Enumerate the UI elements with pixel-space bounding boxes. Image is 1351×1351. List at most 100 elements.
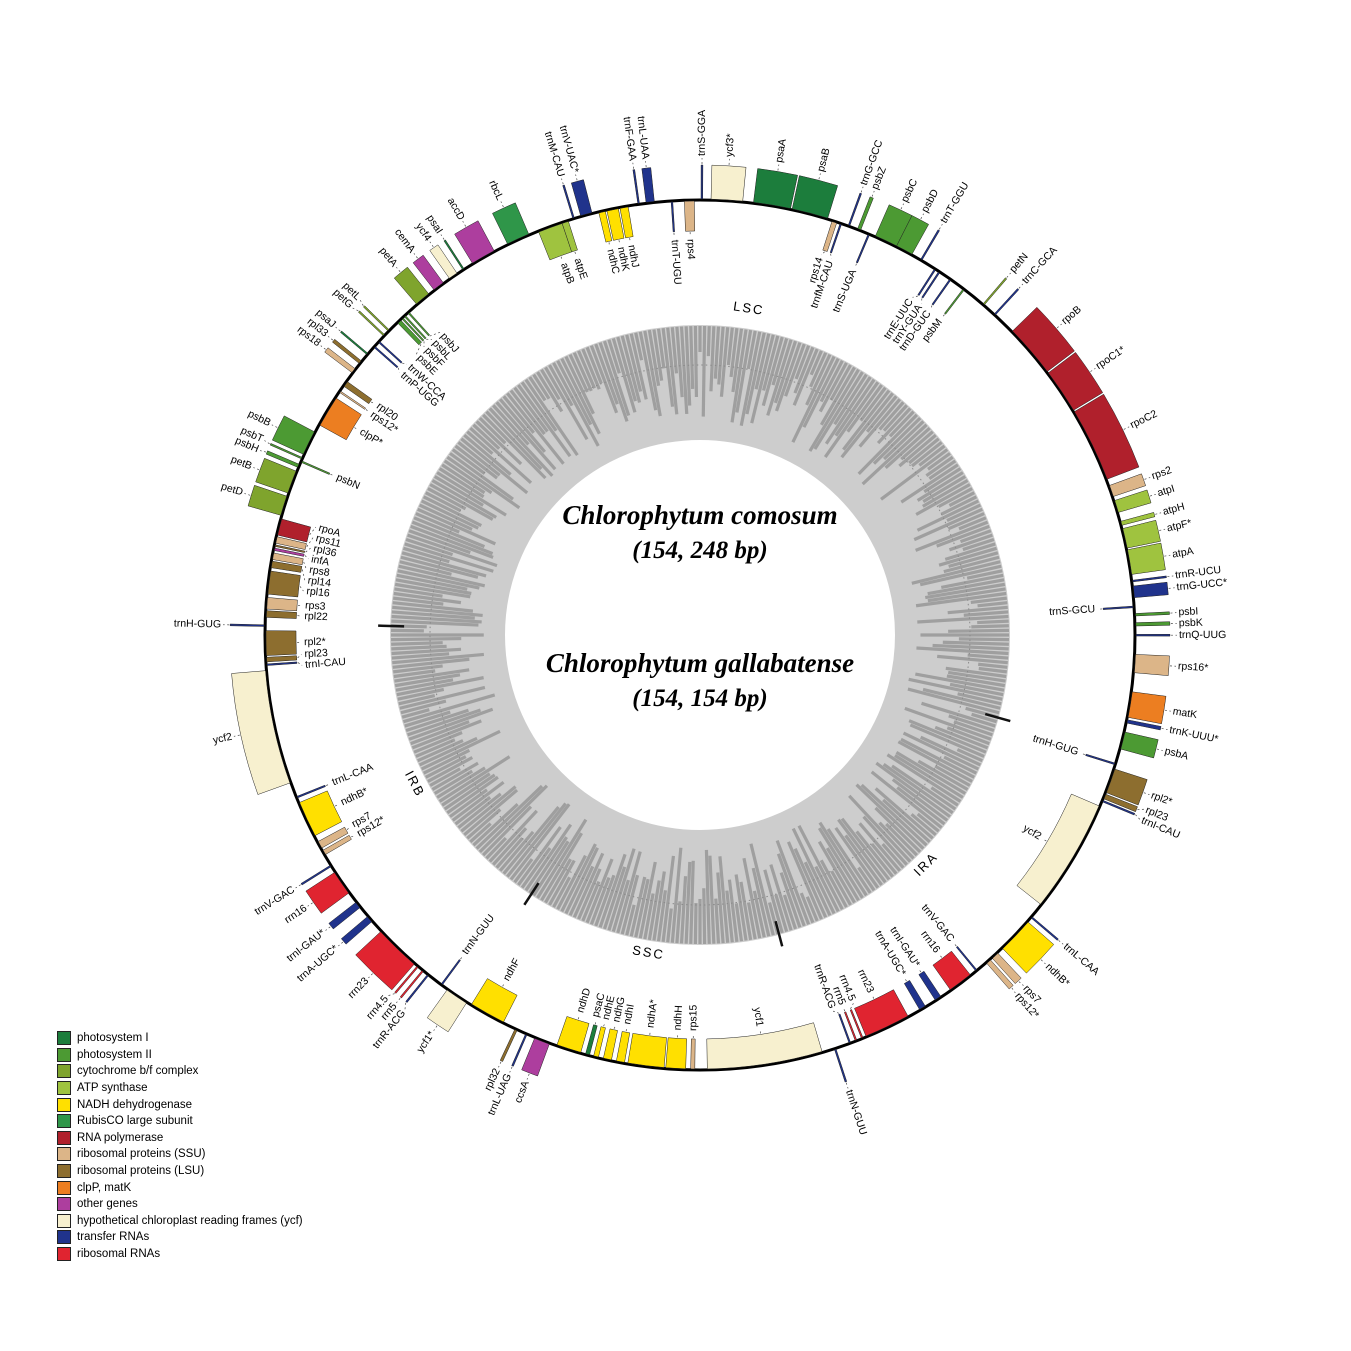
gc-content-bar [746, 902, 757, 940]
gc-content-bar [413, 516, 486, 549]
gc-content-bar [506, 802, 567, 878]
gc-content-bar [857, 413, 918, 476]
label-leader-petL [359, 299, 364, 306]
label-leader-rps12* [365, 409, 370, 413]
gc-content-bar [872, 417, 922, 465]
gene-label-trnQ-UUG: trnQ-UUG [1179, 629, 1226, 641]
gc-content-bar [478, 417, 507, 445]
gene-label-psbK: psbK [1179, 617, 1203, 630]
gc-content-bar [611, 879, 630, 933]
label-leader-ccsA [526, 1073, 530, 1080]
gc-content-bar [431, 761, 479, 791]
gene-label-rpl16: rpl16 [306, 585, 331, 600]
gene-block-psbN [301, 460, 331, 475]
gc-content-bar [802, 357, 840, 428]
gene-block-trnS-UGA [855, 234, 870, 264]
label-leader-ndhB* [334, 804, 339, 807]
gc-content-bar [528, 836, 568, 894]
gc-content-bar [424, 755, 467, 779]
gc-content-bar [729, 328, 739, 378]
label-leader-trnM-CAU [561, 178, 564, 185]
gene-block-trnW-CCA [378, 341, 403, 364]
region-label-SSC: SSC [631, 942, 666, 962]
gc-content-bar [469, 427, 533, 485]
gene-label-trnR-UCU: trnR-UCU [1175, 564, 1222, 582]
gc-content-bar [786, 841, 823, 920]
gc-content-bar [478, 784, 549, 853]
gc-content-bar [684, 861, 692, 944]
gene-block-psbH [265, 450, 300, 468]
gc-content-bar [629, 876, 647, 937]
gc-content-bar [408, 707, 494, 741]
gene-label-trnL-CAA: trnL-CAA [1061, 941, 1102, 978]
gc-content-bar [394, 587, 443, 598]
species-2-name: Chlorophytum gallabatense [545, 648, 855, 678]
gene-label-trnS-GCU: trnS-GCU [1049, 603, 1096, 618]
gene-block-psbA [1120, 731, 1159, 759]
legend-swatch-rrna [57, 1247, 71, 1262]
gc-content-bar [896, 786, 946, 826]
gc-content-bar [661, 855, 676, 942]
gc-content-bar [971, 712, 998, 724]
gene-block-ycf4 [429, 244, 458, 279]
gene-block-atpH [1120, 512, 1156, 526]
gc-content-bar [589, 345, 619, 414]
gc-content-bar [834, 378, 876, 437]
gc-content-bar [958, 637, 1009, 642]
gene-block-atpF* [1122, 519, 1161, 549]
label-leader-trnI-GAU* [918, 968, 922, 973]
label-leader-atpB [560, 256, 563, 261]
gc-content-bar [469, 822, 492, 843]
gc-content-bar [598, 342, 629, 422]
label-leader-psbA [1156, 748, 1163, 751]
gc-content-bar [928, 459, 957, 480]
gene-block-rrn4.5 [849, 1009, 864, 1039]
gc-content-bar [923, 467, 962, 494]
gene-label-trnT-GGU: trnT-GGU [938, 180, 971, 225]
gene-label-ndhH: ndhH [672, 1005, 685, 1031]
gene-label-ycf2: ycf2 [1021, 822, 1044, 842]
gene-block-ycf2 [1016, 793, 1100, 905]
gc-content-bar [420, 499, 479, 530]
legend-swatch-rpl [57, 1164, 71, 1179]
gene-block-rps8 [272, 552, 304, 566]
gc-content-bar [799, 892, 815, 924]
gc-content-bar [708, 855, 716, 944]
gene-block-ndhH [665, 1037, 687, 1070]
gene-label-atpI: atpI [1156, 483, 1176, 500]
gc-content-bar [404, 542, 494, 573]
gene-block-rps12* [322, 834, 352, 855]
label-leader-ndhD [577, 1015, 580, 1020]
gc-content-bar [846, 384, 883, 433]
label-leader-trnW-CCA [402, 362, 407, 365]
gc-content-bar [900, 430, 934, 461]
gc-content-bar [393, 591, 462, 605]
gene-block-trnA-UGC* [340, 916, 372, 945]
gene-block-ndhJ [619, 206, 634, 239]
gc-content-bar [396, 676, 484, 697]
label-leader-rps11 [306, 537, 314, 547]
gene-block-trnF-GAA [632, 169, 640, 204]
gene-label-rpoB: rpoB [1059, 303, 1084, 327]
gene-label-ndhB*: ndhB* [339, 785, 370, 808]
gene-block-atpB [538, 223, 572, 261]
gene-block-trnN-GUU [441, 959, 461, 985]
gc-content-bar [858, 822, 902, 872]
gc-content-bar [825, 847, 860, 902]
label-leader-rrn23 [368, 973, 373, 979]
label-leader-petD [244, 493, 251, 496]
legend-item-rnapol: RNA polymerase [57, 1130, 303, 1147]
gc-content-bar [544, 858, 572, 904]
gc-content-bar [779, 872, 802, 928]
gc-content-bar [953, 720, 993, 737]
label-leader-rps18 [320, 345, 326, 350]
gc-content-bar [666, 327, 679, 415]
gene-label-rbcL: rbcL [486, 179, 505, 203]
gc-content-bar [762, 335, 780, 391]
gc-content-bar [754, 333, 771, 390]
gene-block-petA [393, 266, 429, 305]
gene-block-trnH-GUG [229, 623, 265, 627]
label-leader-atpH [1155, 512, 1162, 515]
label-leader-psbZ [871, 190, 875, 197]
